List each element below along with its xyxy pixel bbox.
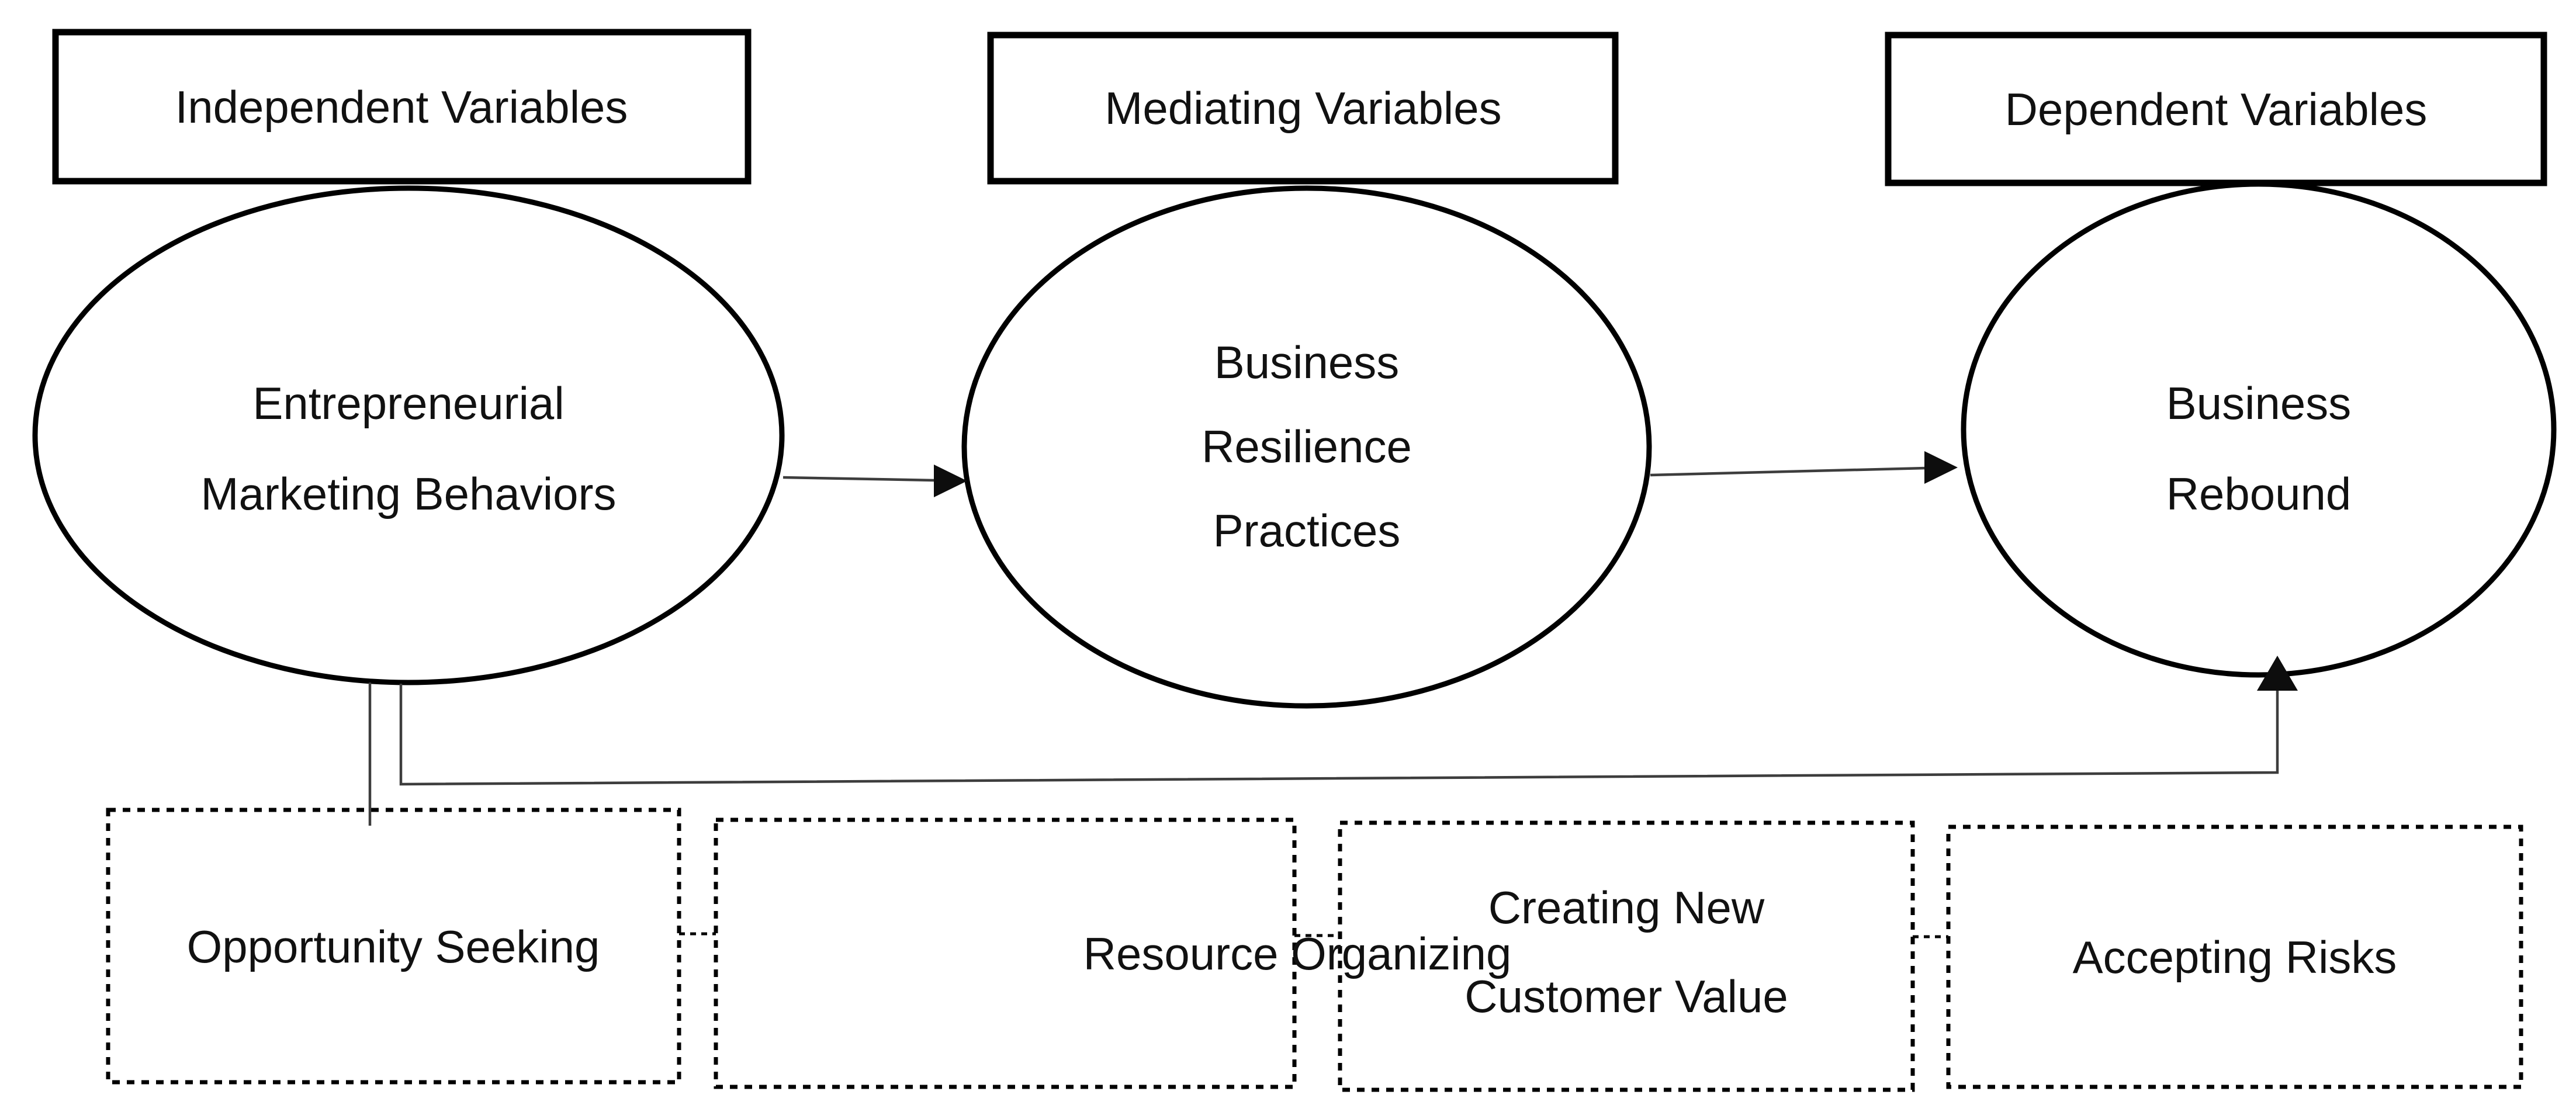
opportunity-seeking-label: Opportunity Seeking [187,921,600,972]
rebound-ellipse-label-line-1: Business [2166,377,2352,429]
dimension-boxes [106,808,2523,1092]
creating-new-customer-value-box [1338,820,1915,1092]
business-rebound-ellipse [1961,181,2557,678]
column-headers [52,29,2547,186]
brp-ellipse-label-line-2: Resilience [1202,421,1412,472]
arrow-brp-to-rebound-head [1924,451,1958,484]
brp-ellipse-label-line-3: Practices [1213,505,1401,556]
creating-new-customer-value-label-line-1: Creating New [1488,882,1765,933]
resource-organizing-label: Resource Organizing [1083,928,1512,979]
construct-ellipses [32,181,2557,709]
independent-variables-label: Independent Variables [175,81,628,133]
diagram-labels: Independent Variables Mediating Variable… [175,81,2428,1022]
resource-organizing-box [714,818,1297,1089]
emb-ellipse-label-line-1: Entrepreneurial [252,377,564,429]
creating-new-customer-value-label-line-2: Customer Value [1464,971,1788,1022]
brp-ellipse-label-line-1: Business [1214,337,1400,388]
arrow-emb-to-brp-head [934,465,967,497]
dependent-variables-label: Dependent Variables [2005,84,2428,135]
business-resilience-practices-ellipse [961,185,1652,709]
emb-ellipse-label-line-2: Marketing Behaviors [201,468,617,519]
mediating-variables-box [987,32,1619,185]
entrepreneurial-marketing-behaviors-ellipse [32,185,785,685]
independent-variables-box [52,29,752,185]
emb-to-rebound-arrowhead [2257,656,2298,691]
dependent-variables-box [1885,32,2547,186]
relationship-arrows [368,451,2298,826]
arrow-brp-to-rebound-line [1650,466,1927,477]
mediating-variables-label: Mediating Variables [1105,82,1501,134]
emb-to-rebound-connector-line [399,684,2279,786]
accepting-risks-label: Accepting Risks [2073,931,2397,983]
arrow-emb-to-brp-line [783,476,936,482]
accepting-risks-box [1946,825,2523,1089]
opportunity-seeking-box [106,808,681,1085]
rebound-ellipse-label-line-2: Rebound [2166,468,2352,519]
